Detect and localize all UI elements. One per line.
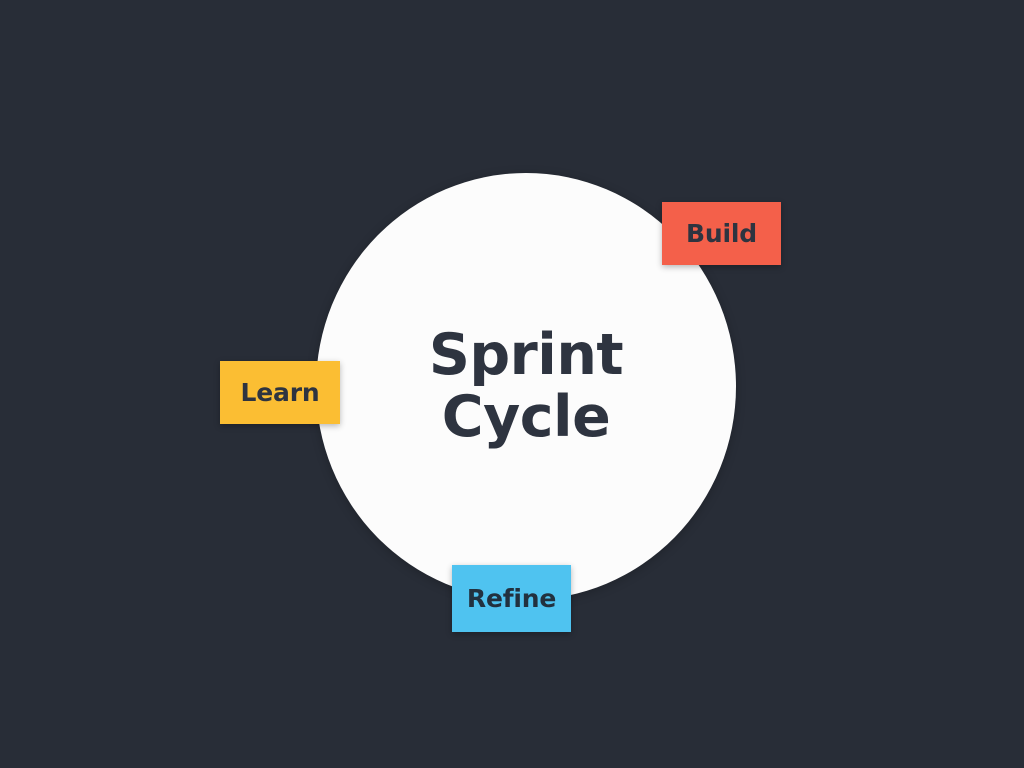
stage-chip-learn-label: Learn — [240, 378, 320, 407]
stage-chip-learn[interactable]: Learn — [220, 361, 340, 424]
stage-chip-build-label: Build — [686, 219, 757, 248]
stage-chip-build[interactable]: Build — [662, 202, 781, 265]
stage-chip-refine[interactable]: Refine — [452, 565, 571, 632]
stage-chip-refine-label: Refine — [466, 584, 557, 613]
